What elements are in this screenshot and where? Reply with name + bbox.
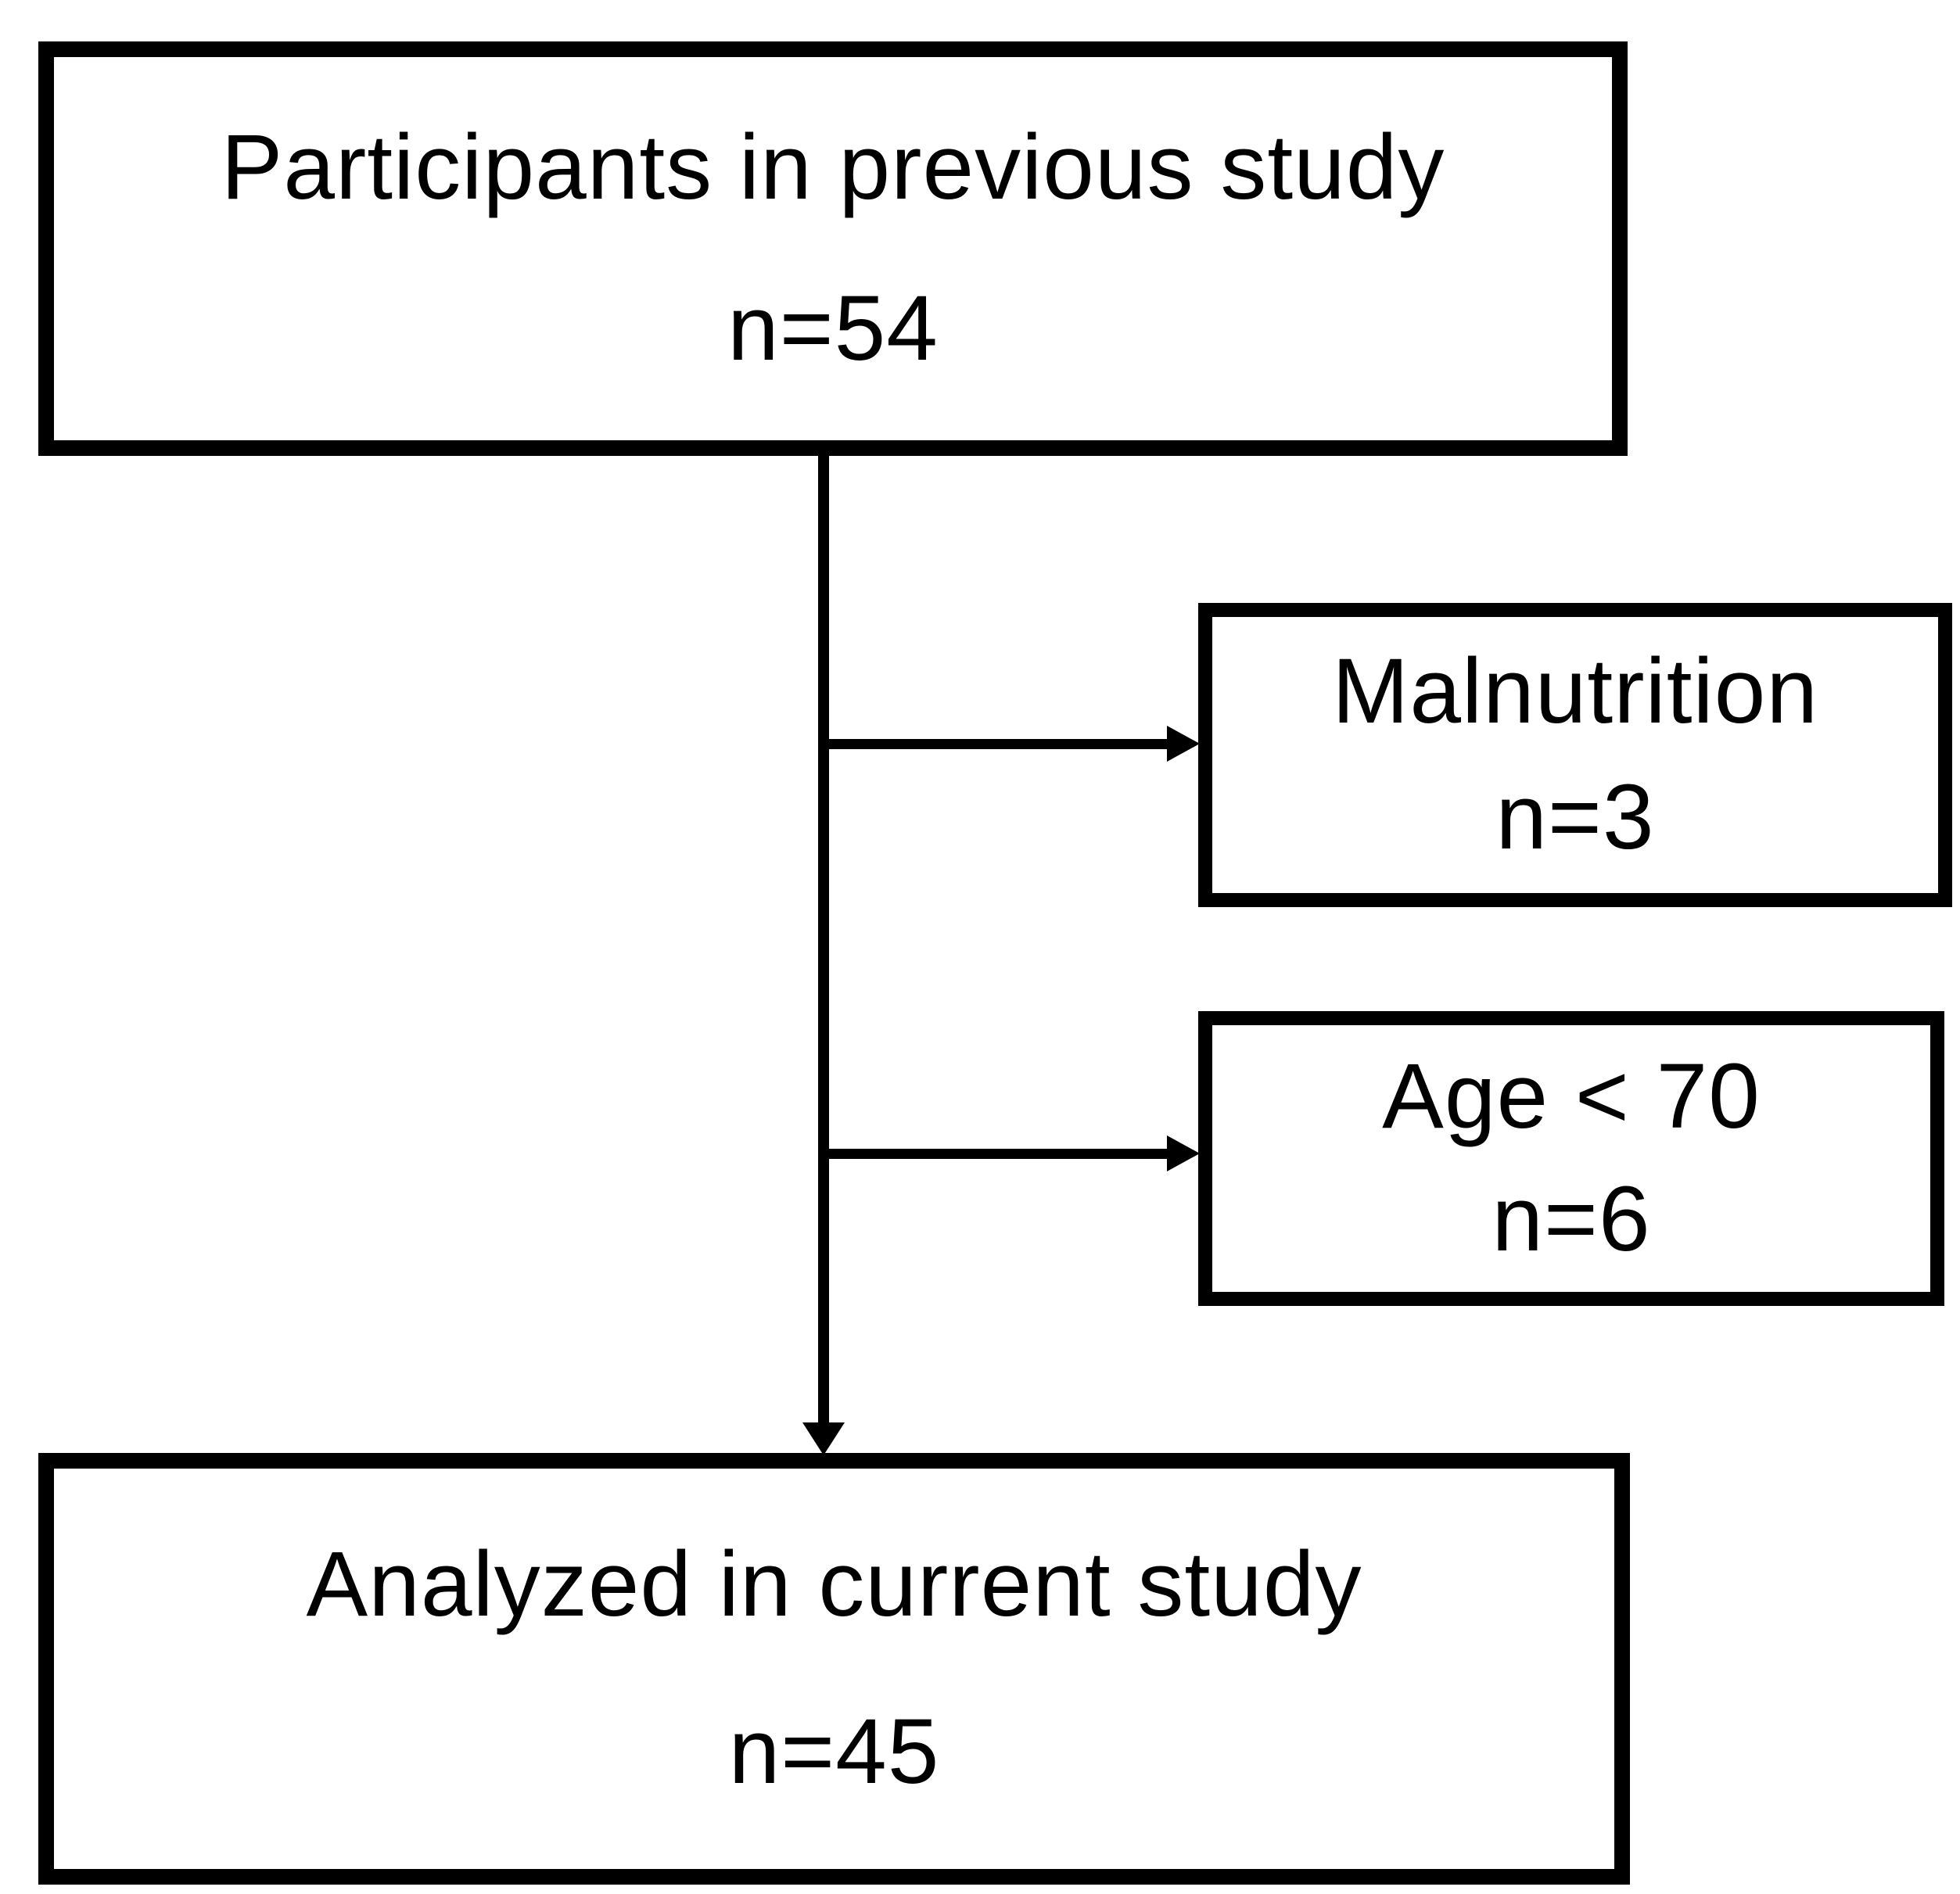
node-count: n=45 bbox=[728, 1700, 940, 1804]
connector-branch-malnutrition bbox=[824, 739, 1168, 749]
arrowhead-right-icon bbox=[1167, 726, 1200, 762]
arrowhead-right-icon bbox=[1167, 1135, 1200, 1171]
node-label: Analyzed in current study bbox=[306, 1533, 1362, 1637]
node-age-under-70: Age < 70 n=6 bbox=[1198, 1011, 1944, 1306]
node-participants-previous-study: Participants in previous study n=54 bbox=[38, 41, 1628, 456]
node-malnutrition: Malnutrition n=3 bbox=[1198, 603, 1952, 907]
node-count: n=54 bbox=[727, 277, 939, 381]
node-count: n=6 bbox=[1492, 1168, 1651, 1272]
node-analyzed-current-study: Analyzed in current study n=45 bbox=[38, 1453, 1630, 1885]
connector-main-vertical bbox=[818, 456, 829, 1422]
node-label: Age < 70 bbox=[1382, 1045, 1761, 1149]
node-count: n=3 bbox=[1495, 766, 1655, 870]
node-label: Participants in previous study bbox=[221, 115, 1445, 219]
node-label: Malnutrition bbox=[1332, 640, 1818, 744]
arrowhead-down-icon bbox=[802, 1422, 845, 1455]
connector-branch-age bbox=[824, 1149, 1168, 1159]
